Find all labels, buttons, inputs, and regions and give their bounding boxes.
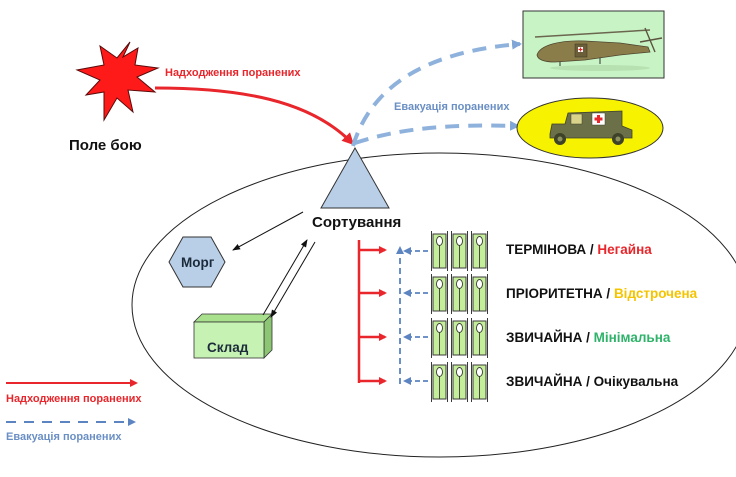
legend-evac-label: Евакуація поранених [6,431,122,443]
explosion-icon [75,41,160,122]
category-separator: / [602,286,614,301]
triage-distribution-arrows [357,240,387,385]
triage-to-warehouse-arrow [270,241,316,318]
morgue-label: Морг [181,255,215,270]
category-row-priority: ПРІОРИТЕТНА / Відстрочена [506,287,697,301]
evacuation-label: Евакуація поранених [394,101,510,113]
battlefield-label: Поле бою [69,137,142,154]
stretcher-icon [471,317,488,359]
stretcher-icon [431,317,448,359]
evacuation-return-arrows [396,246,428,385]
category-name: ЗВИЧАЙНА [506,374,583,389]
legend-inflow-label: Надходження поранених [6,393,142,405]
stretcher-icon [471,230,488,272]
category-name: ПРІОРИТЕТНА [506,286,603,301]
category-status: Відстрочена [613,286,698,301]
evac-arrow-ambulance [354,120,520,145]
category-row-minimal: ЗВИЧАЙНА / Мінімальна [506,331,670,345]
category-separator: / [586,242,598,257]
category-row-urgent: ТЕРМІНОВА / Негайна [506,243,652,257]
warehouse-label: Склад [207,340,249,355]
category-separator: / [582,374,594,389]
category-name: ЗВИЧАЙНА [506,330,583,345]
stretcher-icon [431,230,448,272]
warehouse-to-triage-arrow [262,239,308,316]
inflow-label: Надходження поранених [165,67,301,79]
stretcher-icon [471,361,488,403]
category-status: Негайна [597,242,652,257]
stretcher-icon [451,230,468,272]
triangle-icon [320,146,390,209]
stretcher-icon [471,273,488,315]
stretcher-icon [451,361,468,403]
stretcher-icon [431,361,448,403]
category-status: Очікувальна [593,374,679,389]
inflow-arrow [154,86,355,146]
category-separator: / [582,330,594,345]
helicopter-icon [522,10,665,79]
stretcher-icon [451,317,468,359]
category-row-expectant: ЗВИЧАЙНА / Очікувальна [506,375,678,389]
stretcher-grid [431,230,488,403]
stretcher-icon [431,273,448,315]
category-name: ТЕРМІНОВА [506,242,587,257]
field-hospital-ellipse [131,152,736,458]
hexagon-icon [168,236,226,288]
ambulance-jeep-icon [516,97,664,159]
triage-label: Сортування [312,214,402,231]
stretcher-icon [451,273,468,315]
evac-arrow-helicopter [351,39,522,147]
category-status: Мінімальна [593,330,671,345]
triage-to-morgue-arrow [232,211,304,251]
